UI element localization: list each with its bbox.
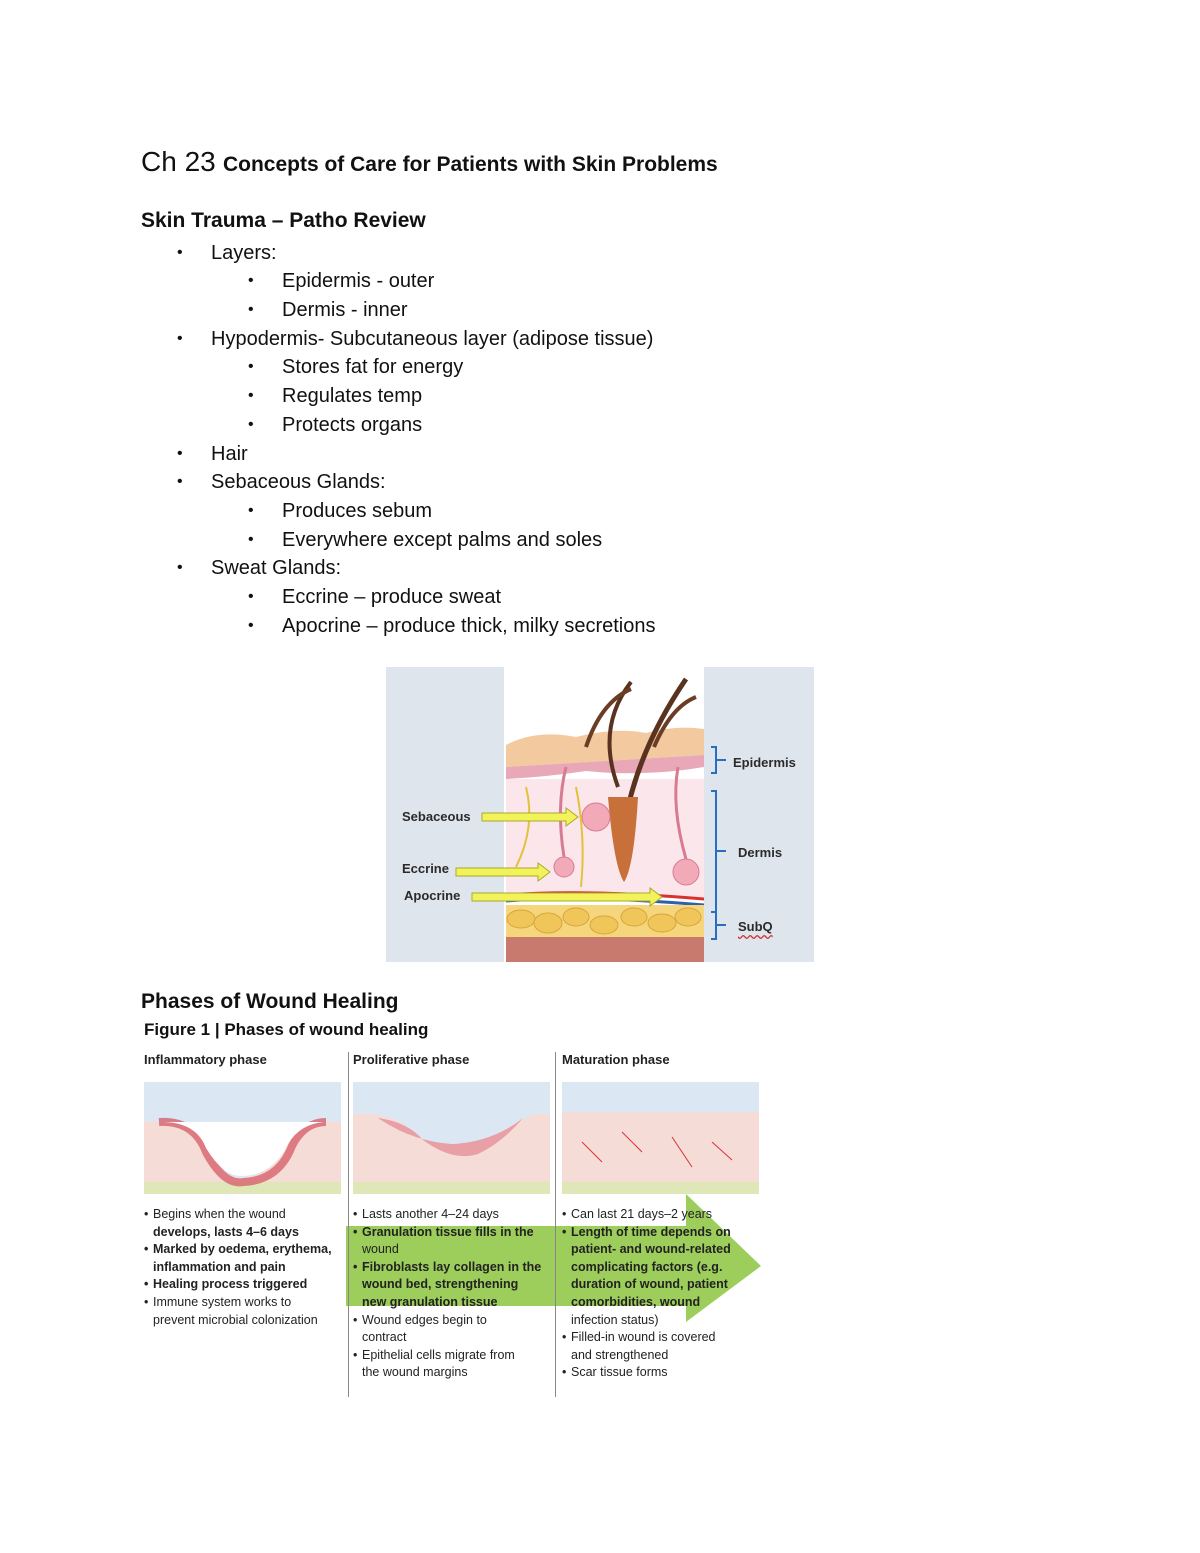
phase-text-line: wound bed, strengthening bbox=[362, 1277, 519, 1292]
phase-divider bbox=[555, 1052, 556, 1397]
sebaceous-arrow bbox=[481, 807, 579, 827]
bullet-item: •Sebaceous Glands: bbox=[177, 468, 386, 496]
page-title: Ch 23 Concepts of Care for Patients with… bbox=[141, 146, 718, 178]
phase-text-line: Healing process triggered bbox=[144, 1276, 332, 1294]
phase-text-line: Fibroblasts lay collagen in the bbox=[353, 1259, 541, 1277]
phase-header-inflammatory: Inflammatory phase bbox=[144, 1052, 267, 1067]
inflammatory-wound-illustration bbox=[144, 1082, 341, 1194]
maturation-wound-illustration bbox=[562, 1082, 759, 1194]
gland-pointer-arrows bbox=[455, 807, 663, 907]
bullet-dot: • bbox=[248, 272, 254, 289]
section-heading-skin-trauma: Skin Trauma – Patho Review bbox=[141, 209, 426, 232]
proliferative-wound-illustration bbox=[353, 1082, 550, 1194]
eccrine-arrow bbox=[455, 862, 551, 882]
bullet-item: •Stores fat for energy bbox=[248, 353, 463, 381]
label-sebaceous: Sebaceous bbox=[402, 809, 471, 824]
phase-text-line: contract bbox=[362, 1330, 407, 1345]
label-eccrine: Eccrine bbox=[402, 861, 449, 876]
phase-text-line: Length of time depends on bbox=[562, 1224, 731, 1242]
phase-text-line: Can last 21 days–2 years bbox=[562, 1206, 731, 1224]
apocrine-arrow bbox=[471, 887, 663, 907]
bullet-dot: • bbox=[248, 358, 254, 375]
phase-header-proliferative: Proliferative phase bbox=[353, 1052, 470, 1067]
label-dermis: Dermis bbox=[738, 845, 783, 860]
phase-text-line: Begins when the wound bbox=[144, 1206, 332, 1224]
bullet-item: •Hair bbox=[177, 440, 248, 468]
phase-divider bbox=[348, 1052, 349, 1397]
phase-text-line: Wound edges begin to bbox=[353, 1312, 541, 1330]
phase-text-line: and strengthened bbox=[571, 1347, 669, 1362]
bullet-dot: • bbox=[177, 445, 183, 462]
phase-header-maturation: Maturation phase bbox=[562, 1052, 670, 1067]
phase-text-line: wound bbox=[362, 1242, 399, 1257]
bullet-item: •Produces sebum bbox=[248, 497, 432, 525]
bullet-dot: • bbox=[177, 559, 183, 576]
bullet-dot: • bbox=[248, 502, 254, 519]
phase-text-line: patient- and wound-related bbox=[571, 1242, 731, 1257]
wound-healing-figure: Figure 1 | Phases of wound healing Infla… bbox=[141, 1018, 761, 1403]
chapter-number: Ch 23 bbox=[141, 146, 216, 177]
bullet-item: •Dermis - inner bbox=[248, 296, 408, 324]
phase-text-line: duration of wound, patient bbox=[571, 1277, 728, 1292]
phase-text-line: complicating factors (e.g. bbox=[571, 1259, 723, 1274]
bullet-dot: • bbox=[248, 531, 254, 548]
phase-text-line: Immune system works to bbox=[144, 1294, 332, 1312]
bullet-dot: • bbox=[248, 387, 254, 404]
label-epidermis: Epidermis bbox=[733, 755, 796, 770]
phase-text-line: Marked by oedema, erythema, bbox=[144, 1241, 332, 1259]
bullet-item: •Hypodermis- Subcutaneous layer (adipose… bbox=[177, 325, 653, 353]
section-heading-wound-healing: Phases of Wound Healing bbox=[141, 990, 399, 1013]
bullet-item: •Eccrine – produce sweat bbox=[248, 583, 501, 611]
label-apocrine: Apocrine bbox=[404, 888, 461, 903]
proliferative-phase-list: Lasts another 4–24 daysGranulation tissu… bbox=[353, 1206, 541, 1382]
phase-text-line: Lasts another 4–24 days bbox=[353, 1206, 541, 1224]
figure-title: Figure 1 | Phases of wound healing bbox=[144, 1020, 429, 1039]
bullet-dot: • bbox=[248, 301, 254, 318]
bullet-item: •Regulates temp bbox=[248, 382, 422, 410]
chapter-title: Concepts of Care for Patients with Skin … bbox=[222, 153, 718, 176]
bullet-item: •Layers: bbox=[177, 239, 277, 267]
bullet-item: •Everywhere except palms and soles bbox=[248, 526, 602, 554]
skin-layers-diagram: Sebaceous Eccrine Apocrine Epidermis Der… bbox=[386, 667, 814, 962]
phase-text-line: prevent microbial colonization bbox=[153, 1312, 318, 1327]
bullet-item: •Apocrine – produce thick, milky secreti… bbox=[248, 612, 656, 640]
phase-text-line: Granulation tissue fills in the bbox=[353, 1224, 541, 1242]
phase-text-line: Epithelial cells migrate from bbox=[353, 1347, 541, 1365]
phase-text-line: inflammation and pain bbox=[153, 1259, 286, 1274]
phase-text-line: infection status) bbox=[571, 1312, 659, 1327]
phase-text-line: Filled-in wound is covered bbox=[562, 1329, 731, 1347]
phase-text-line: comorbidities, wound bbox=[571, 1294, 701, 1309]
bullet-dot: • bbox=[248, 416, 254, 433]
maturation-phase-list: Can last 21 days–2 yearsLength of time d… bbox=[562, 1206, 731, 1382]
bullet-item: •Protects organs bbox=[248, 411, 422, 439]
bullet-dot: • bbox=[248, 617, 254, 634]
bullet-dot: • bbox=[177, 244, 183, 261]
bullet-dot: • bbox=[177, 330, 183, 347]
phase-text-line: Scar tissue forms bbox=[562, 1364, 731, 1382]
bullet-item: •Epidermis - outer bbox=[248, 267, 434, 295]
bullet-dot: • bbox=[177, 473, 183, 490]
label-subq: SubQ bbox=[738, 919, 773, 934]
bullet-item: •Sweat Glands: bbox=[177, 554, 341, 582]
phase-text-line: develops, lasts 4–6 days bbox=[153, 1224, 299, 1239]
phase-text-line: new granulation tissue bbox=[362, 1294, 498, 1309]
bullet-dot: • bbox=[248, 588, 254, 605]
phase-text-line: the wound margins bbox=[362, 1365, 468, 1380]
